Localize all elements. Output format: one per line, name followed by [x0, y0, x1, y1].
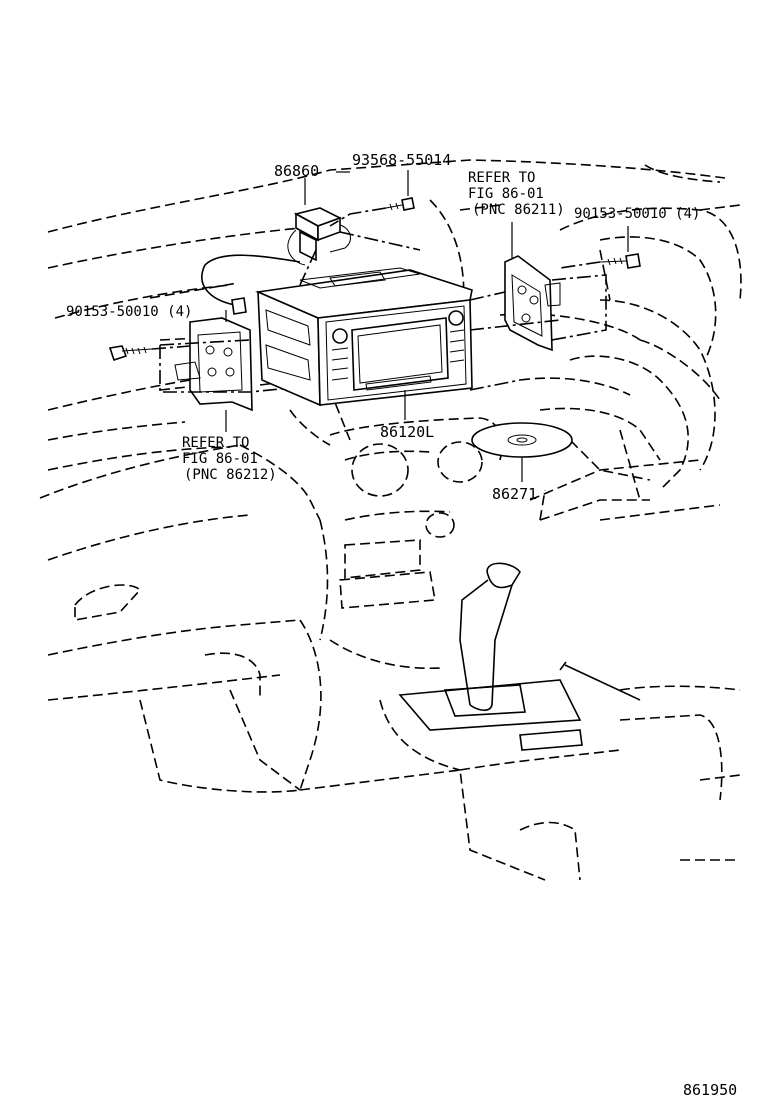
label-90153-50010-right: 90153-50010 (4): [574, 206, 700, 222]
left-bolt-icon: [108, 345, 153, 362]
label-86271: 86271: [492, 485, 537, 503]
screw-icon: [385, 197, 415, 211]
left-explode-guide: [159, 339, 311, 393]
label-refer-top-1: REFER TO: [468, 170, 535, 186]
right-bolt-icon: [599, 253, 641, 269]
leader-lines: [225, 170, 629, 482]
label-86120L: 86120L: [380, 423, 434, 441]
label-refer-left-2: FIG 86-01: [182, 451, 258, 467]
left-mounting-bracket: [174, 317, 253, 412]
dashboard-outline: [39, 159, 742, 881]
label-refer-top-3: (PNC 86211): [472, 202, 565, 218]
right-explode-guide: [469, 261, 607, 391]
label-refer-top-2: FIG 86-01: [468, 186, 544, 202]
screw-guide: [329, 207, 421, 251]
head-unit: [255, 267, 473, 407]
label-93568-55014: 93568-55014: [352, 151, 451, 169]
label-refer-left-1: REFER TO: [182, 435, 249, 451]
right-explode-guide-2: [469, 319, 561, 331]
right-mounting-bracket: [504, 255, 561, 352]
label-90153-50010-left: 90153-50010 (4): [66, 304, 192, 320]
disc-icon: [471, 422, 573, 458]
label-86860: 86860: [274, 162, 319, 180]
diagram-number: 861950: [683, 1081, 737, 1099]
label-refer-left-3: (PNC 86212): [184, 467, 277, 483]
left-bolt-leader: [151, 345, 191, 350]
antenna-module: [201, 207, 351, 315]
